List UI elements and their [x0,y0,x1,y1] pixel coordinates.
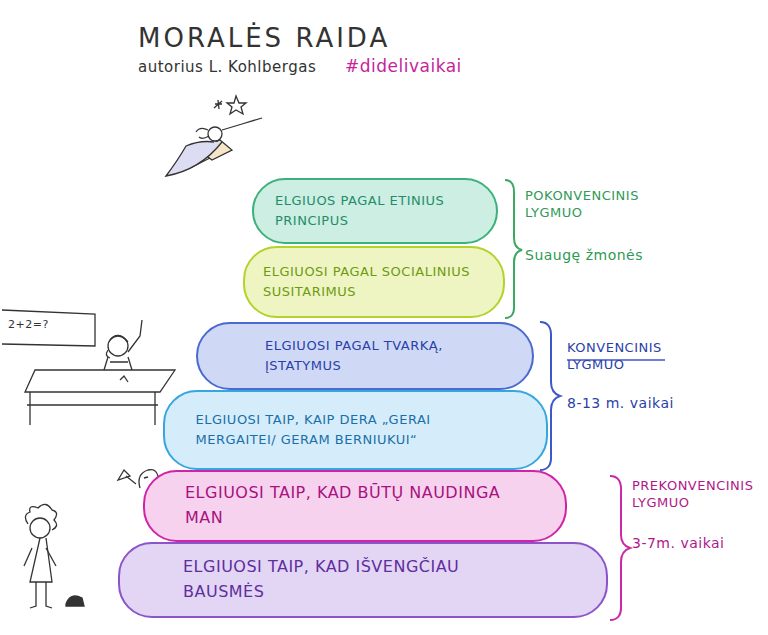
hashtag: #didelivaikai [345,55,505,77]
stars [214,96,246,114]
blackboard-text: 2+2=? [8,318,88,332]
stage-box: ELGIUOSI TAIP, KAD BŪTŲ NAUDINGA MAN [143,470,567,542]
level-label: POKONVENCINIS LYGMUO [525,188,655,222]
classroom [2,310,175,425]
age-label: Suaugę žmonės [525,246,665,264]
girl [24,504,84,608]
level-label: PREKONVENCINIS LYGMUO [632,478,760,512]
bracket [610,476,630,620]
level-label: KONVENCINIS LYGMUO [567,340,677,374]
bracket [505,180,522,318]
stage-text: ELGIUOSI TAIP, KAD BŪTŲ NAUDINGA MAN [185,481,525,531]
superhero [166,118,262,176]
stage-text: ELGIUOS PAGAL ETINIUS PRINCIPUS [275,191,475,231]
title: MORALĖS RAIDA [138,22,390,56]
stage-box: ELGIUOSI TAIP, KAD IŠVENGČIAU BAUSMĖS [118,542,608,618]
stage-text: ELGIUOSI PAGAL SOCIALINIUS SUSITARIMUS [263,262,485,302]
stage-text: ELGIUOSI PAGAL TVARKĄ, ĮSTATYMUS [265,336,465,376]
subtitle: autorius L. Kohlbergas [138,58,348,78]
stage-text: ELGIUOSI TAIP, KAIP DERA „GERAI MERGAITE… [196,410,516,450]
stage-box: ELGIUOSI TAIP, KAIP DERA „GERAI MERGAITE… [163,390,548,470]
age-label: 3-7m. vaikai [632,534,752,552]
stage-text: ELGIUOSI TAIP, KAD IŠVENGČIAU BAUSMĖS [183,555,543,605]
stage-box: ELGIUOS PAGAL ETINIUS PRINCIPUS [252,178,498,244]
age-label: 8-13 m. vaikai [567,394,687,412]
stage-box: ELGIUOSI PAGAL SOCIALINIUS SUSITARIMUS [243,246,505,318]
stage-box: ELGIUOSI PAGAL TVARKĄ, ĮSTATYMUS [196,322,534,390]
